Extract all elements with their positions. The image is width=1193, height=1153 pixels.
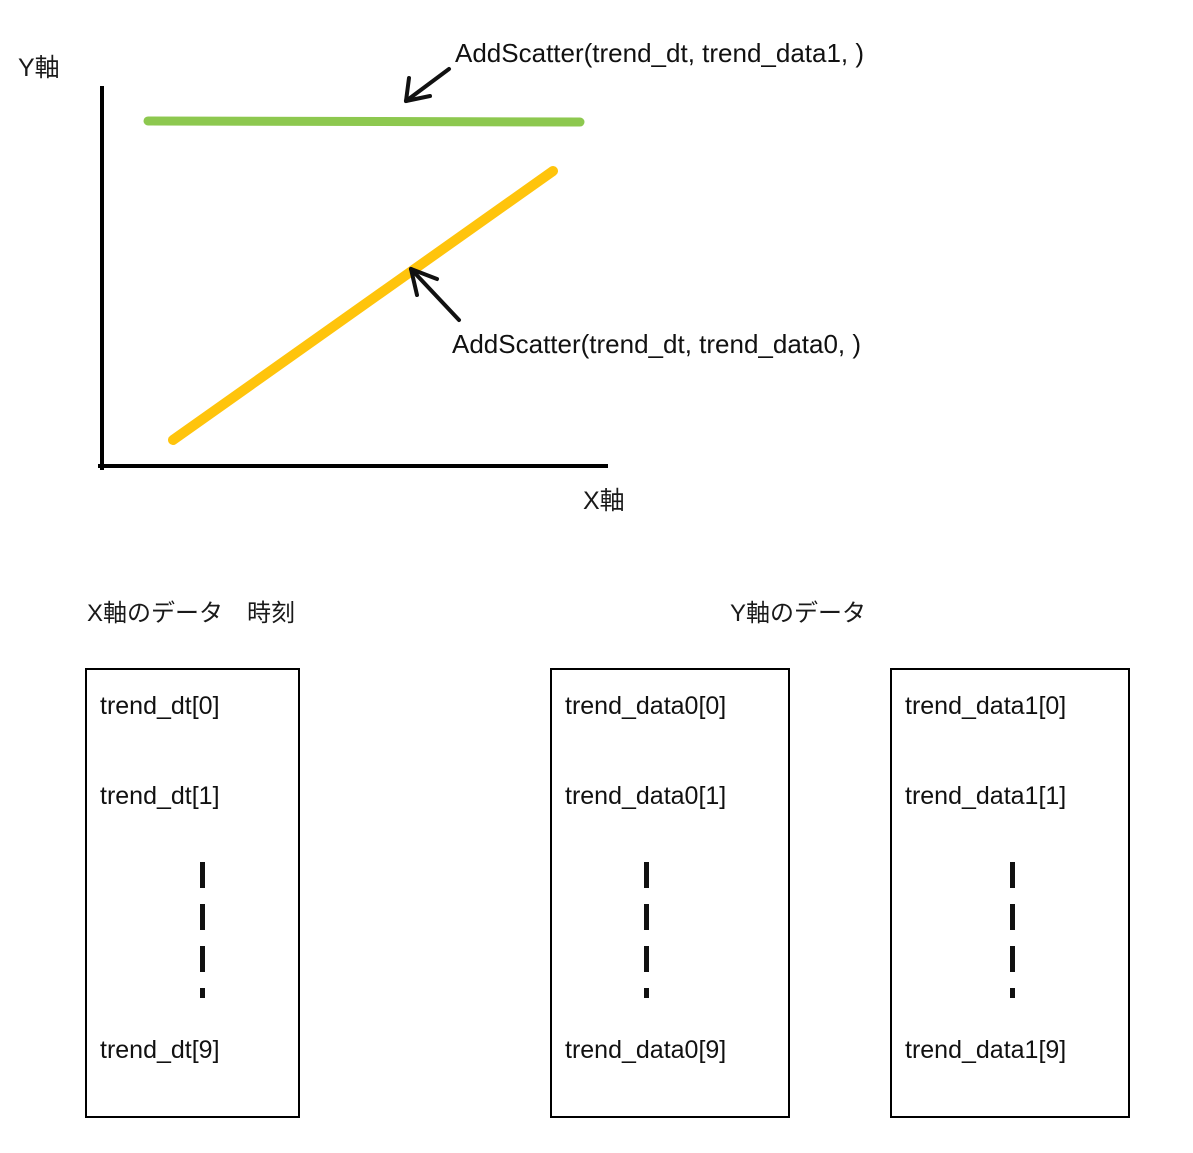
chart-axes bbox=[98, 86, 608, 470]
data-box-trend-data1: trend_data1[0] trend_data1[1] trend_data… bbox=[890, 668, 1130, 1118]
data-cell: trend_data1[0] bbox=[905, 692, 1067, 720]
vertical-ellipsis-icon bbox=[644, 862, 650, 998]
x-data-heading: X軸のデータ 時刻 bbox=[87, 600, 296, 627]
data-cell: trend_dt[9] bbox=[100, 1036, 220, 1064]
series-line-trend-data1 bbox=[143, 116, 585, 127]
chart-svg bbox=[98, 67, 608, 470]
data-cell: trend_dt[0] bbox=[100, 692, 220, 720]
callout-label-trend-data0: AddScatter(trend_dt, trend_data0, ) bbox=[452, 329, 862, 359]
data-cell: trend_data1[1] bbox=[905, 782, 1067, 810]
callout-arrow-green-icon bbox=[404, 67, 451, 103]
data-box-trend-dt: trend_dt[0] trend_dt[1] trend_dt[9] bbox=[85, 668, 300, 1118]
data-cell: trend_data0[1] bbox=[565, 782, 727, 810]
data-cell: trend_data0[9] bbox=[565, 1036, 727, 1064]
callout-label-trend-data1: AddScatter(trend_dt, trend_data1, ) bbox=[455, 38, 865, 68]
x-axis-label: X軸 bbox=[583, 487, 625, 515]
callout-arrow-orange-icon bbox=[409, 267, 461, 322]
series-line-trend-data0 bbox=[168, 166, 558, 445]
data-cell: trend_data0[0] bbox=[565, 692, 727, 720]
data-box-trend-data0: trend_data0[0] trend_data0[1] trend_data… bbox=[550, 668, 790, 1118]
data-cell: trend_dt[1] bbox=[100, 782, 220, 810]
vertical-ellipsis-icon bbox=[200, 862, 206, 998]
y-data-heading: Y軸のデータ bbox=[730, 600, 867, 627]
data-cell: trend_data1[9] bbox=[905, 1036, 1067, 1064]
data-section: X軸のデータ 時刻 Y軸のデータ trend_dt[0] trend_dt[1]… bbox=[0, 540, 1193, 1153]
vertical-ellipsis-icon bbox=[1010, 862, 1016, 998]
chart-figure: Y軸 X軸 AddScatter(trend_dt, trend_data1, … bbox=[0, 0, 1193, 540]
y-axis-label: Y軸 bbox=[18, 54, 60, 82]
